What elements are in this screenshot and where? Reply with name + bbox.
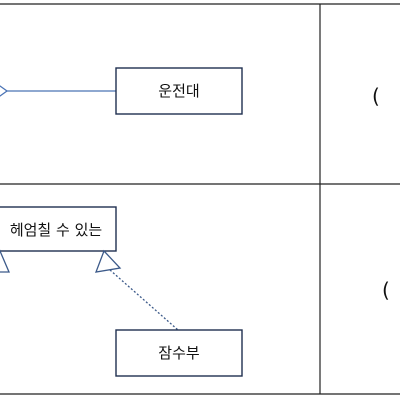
class-box-steering-wheel bbox=[115, 67, 243, 115]
interface-box-can-swim bbox=[0, 206, 117, 252]
realization-dotted-line bbox=[109, 269, 179, 331]
realization-arrowhead-icon bbox=[94, 249, 122, 273]
class-label-diver: 잠수부 bbox=[158, 344, 200, 362]
aggregation-diamond-icon bbox=[0, 85, 9, 97]
answer-paren-1: ( bbox=[372, 84, 380, 108]
interface-label-can-swim: 헤엄칠 수 있는 bbox=[10, 221, 103, 239]
table-grid bbox=[0, 3, 400, 395]
class-box-diver bbox=[115, 329, 243, 377]
answer-paren-2: ( bbox=[382, 278, 390, 302]
row-2-diagram: 헤엄칠 수 있는 잠수부 bbox=[0, 206, 243, 377]
class-label-steering-wheel: 운전대 bbox=[158, 82, 199, 100]
realization-arrowhead-left-icon bbox=[0, 249, 10, 273]
row-1-diagram: 운전대 bbox=[0, 67, 243, 115]
